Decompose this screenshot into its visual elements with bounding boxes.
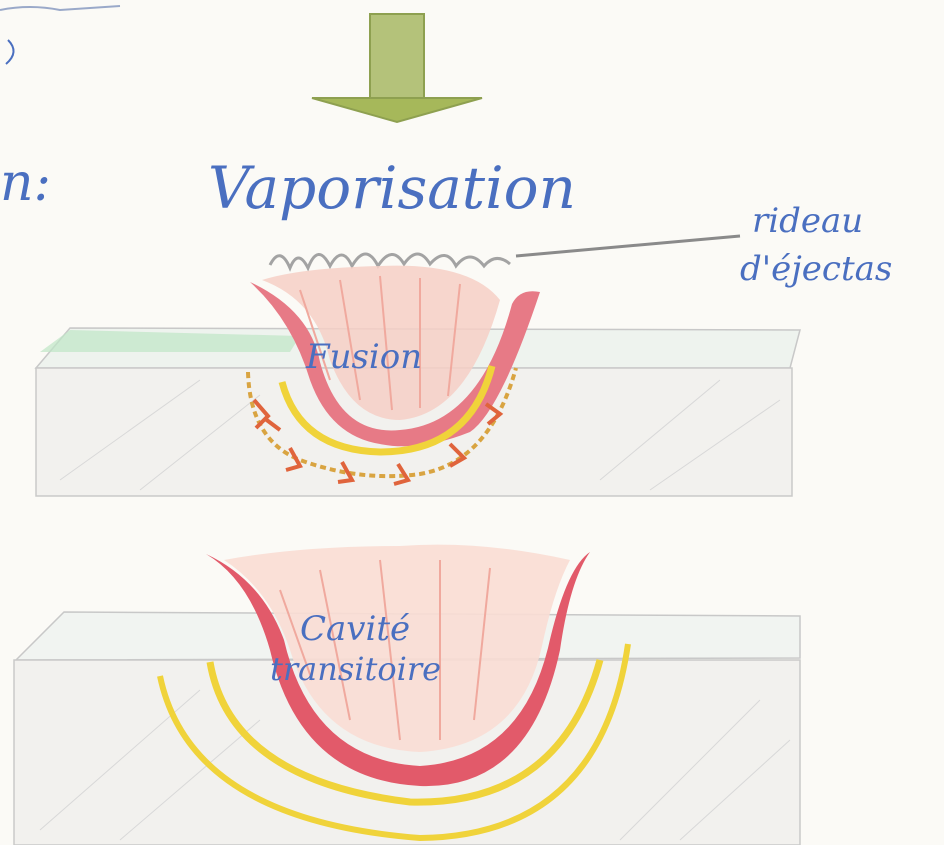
- ejecta-label-line1: rideau: [752, 201, 863, 241]
- cavity-label-line1: Cavité: [300, 609, 410, 649]
- stage-title: Vaporisation: [208, 154, 576, 222]
- top-left-sketch-fragment: [0, 6, 120, 64]
- ejecta-label-line2: d'éjectas: [740, 249, 892, 289]
- fusion-label: Fusion: [305, 337, 422, 377]
- ejecta-pointer-line: [516, 236, 740, 256]
- down-arrow-icon: [312, 14, 482, 122]
- section-label-fragment: n:: [0, 153, 51, 213]
- cavity-label-line2: transitoire: [270, 650, 441, 688]
